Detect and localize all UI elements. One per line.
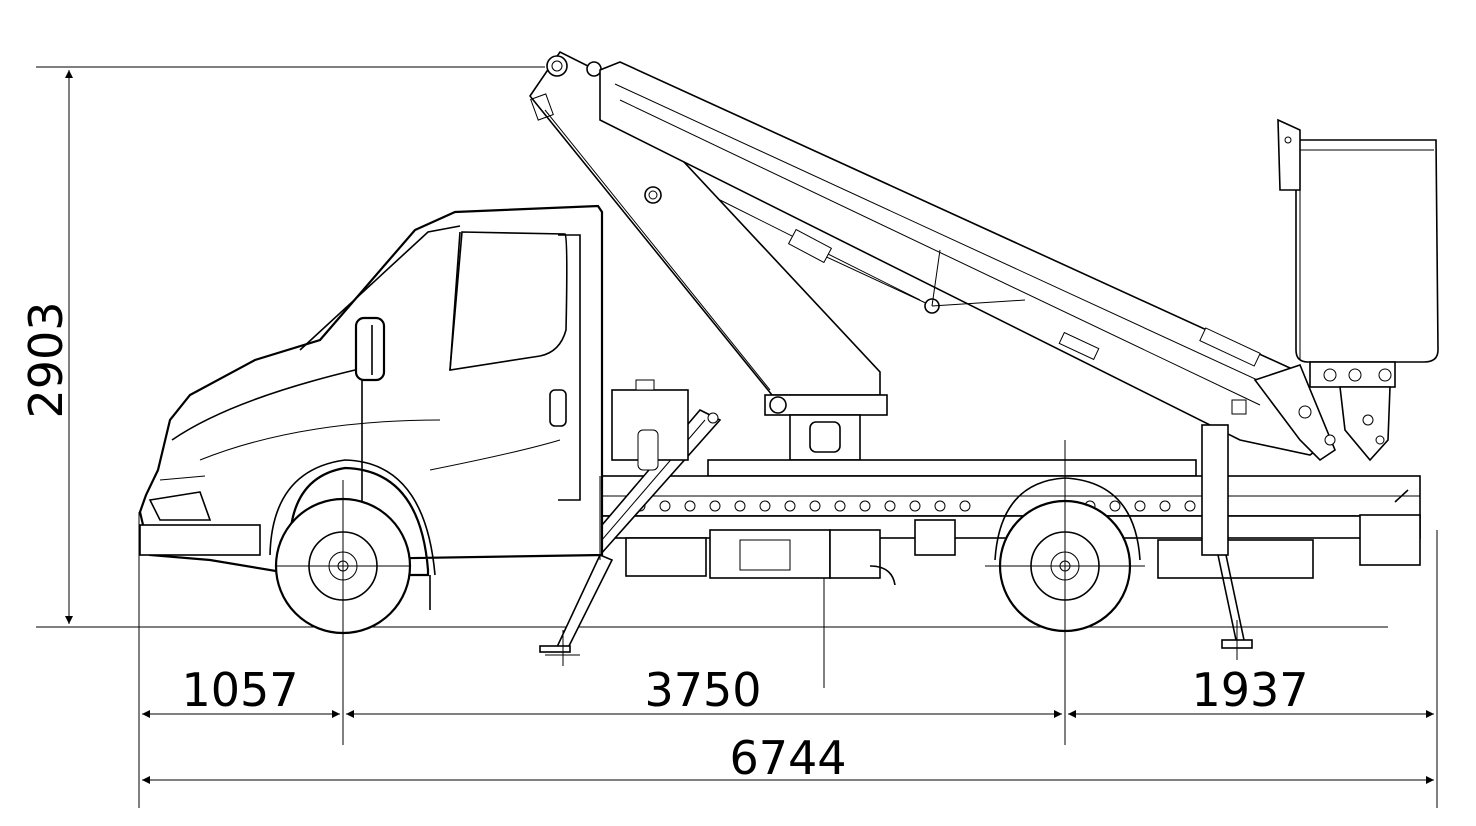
- wheelbase-label: 3750: [644, 663, 761, 717]
- rear-outrigger: [1201, 424, 1253, 660]
- overall-length-label: 6744: [729, 731, 846, 785]
- truck-cab: [138, 204, 604, 610]
- axle-center-lines: [276, 440, 1145, 640]
- height-dimension-label: 2903: [19, 301, 73, 418]
- cab-side-equipment: [611, 379, 689, 471]
- rear-overhang-label: 1937: [1191, 663, 1308, 717]
- front-overhang-label: 1057: [181, 663, 298, 717]
- turret: [764, 394, 888, 461]
- work-basket: [1277, 118, 1439, 462]
